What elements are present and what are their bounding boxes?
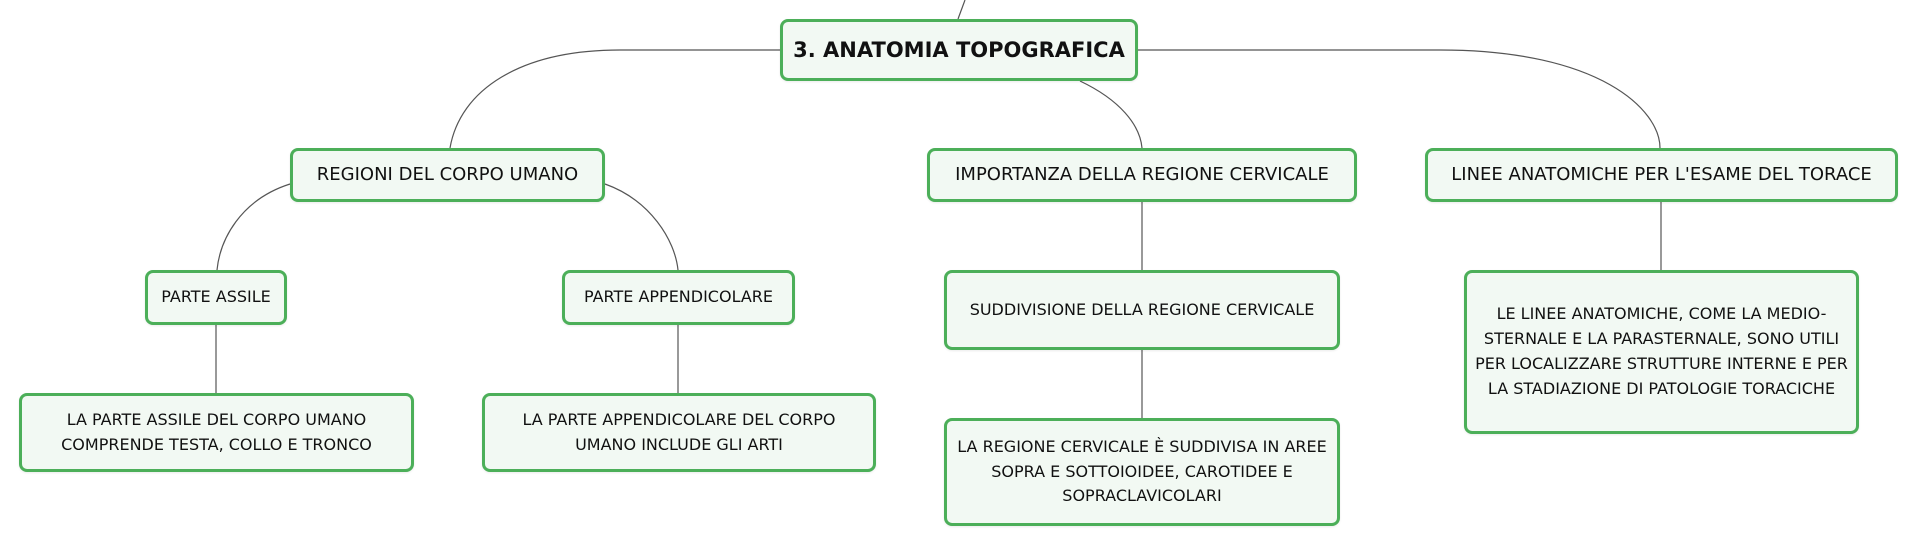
detail-linee-anatomiche[interactable]: LE LINEE ANATOMICHE, COME LA MEDIO-STERN… bbox=[1464, 270, 1859, 434]
branch-label: LINEE ANATOMICHE PER L'ESAME DEL TORACE bbox=[1451, 164, 1872, 186]
detail-text: LA PARTE APPENDICOLARE DEL CORPO UMANO I… bbox=[522, 409, 836, 454]
node-label: PARTE APPENDICOLARE bbox=[583, 287, 774, 307]
node-label: PARTE ASSILE bbox=[161, 287, 271, 307]
node-label: SUDDIVISIONE DELLA REGIONE CERVICALE bbox=[969, 299, 1315, 319]
branch-label: IMPORTANZA DELLA REGIONE CERVICALE bbox=[955, 164, 1329, 186]
connector-parent-to-root bbox=[957, 0, 966, 20]
connector-root-to-regioni bbox=[449, 49, 780, 149]
node-suddivisione-regione-cervicale[interactable]: SUDDIVISIONE DELLA REGIONE CERVICALE bbox=[944, 270, 1340, 350]
connector-regioni-to-appendicolare bbox=[604, 183, 679, 271]
detail-parte-appendicolare[interactable]: LA PARTE APPENDICOLARE DEL CORPO UMANO I… bbox=[482, 393, 876, 472]
branch-linee-anatomiche-torace[interactable]: LINEE ANATOMICHE PER L'ESAME DEL TORACE bbox=[1425, 148, 1898, 202]
detail-text: LA PARTE ASSILE DEL CORPO UMANO COMPREND… bbox=[61, 409, 372, 454]
detail-text: LA REGIONE CERVICALE È SUDDIVISA IN AREE… bbox=[957, 436, 1327, 506]
node-parte-appendicolare[interactable]: PARTE APPENDICOLARE bbox=[562, 270, 795, 325]
root-node-label: 3. ANATOMIA TOPOGRAFICA bbox=[793, 37, 1125, 62]
connector-regioni-to-assile bbox=[216, 183, 291, 271]
connector-root-to-linee bbox=[1138, 49, 1661, 149]
detail-regione-cervicale[interactable]: LA REGIONE CERVICALE È SUDDIVISA IN AREE… bbox=[944, 418, 1340, 526]
root-node[interactable]: 3. ANATOMIA TOPOGRAFICA bbox=[780, 19, 1138, 81]
branch-regioni-del-corpo-umano[interactable]: REGIONI DEL CORPO UMANO bbox=[290, 148, 605, 202]
connector-root-to-importanza bbox=[1079, 80, 1143, 149]
branch-importanza-regione-cervicale[interactable]: IMPORTANZA DELLA REGIONE CERVICALE bbox=[927, 148, 1357, 202]
node-parte-assile[interactable]: PARTE ASSILE bbox=[145, 270, 287, 325]
branch-label: REGIONI DEL CORPO UMANO bbox=[316, 164, 579, 186]
detail-parte-assile[interactable]: LA PARTE ASSILE DEL CORPO UMANO COMPREND… bbox=[19, 393, 414, 472]
detail-text: LE LINEE ANATOMICHE, COME LA MEDIO-STERN… bbox=[1475, 304, 1848, 398]
